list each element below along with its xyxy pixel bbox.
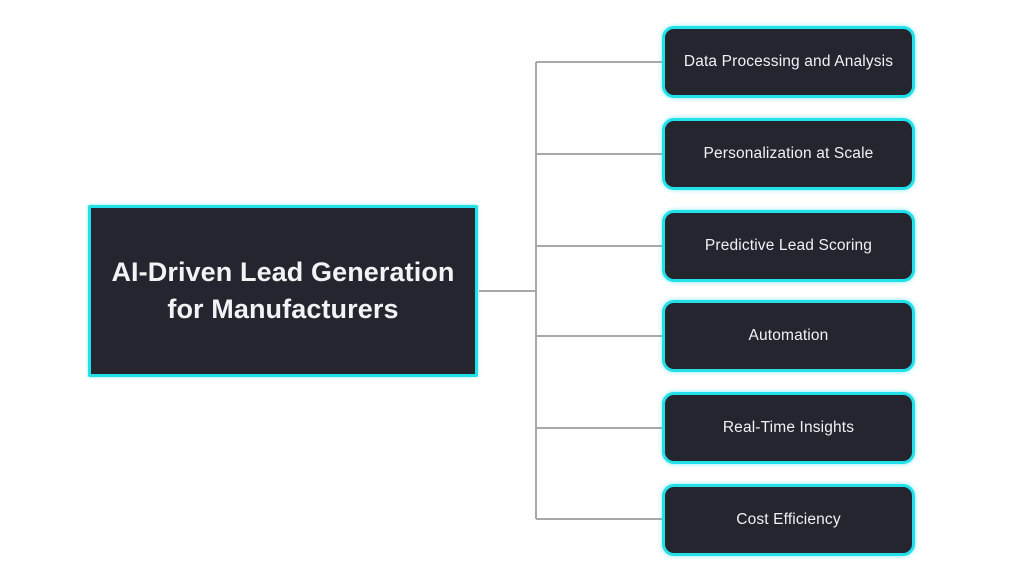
branch-node-label: Real-Time Insights bbox=[722, 419, 855, 437]
branch-node-label: Data Processing and Analysis bbox=[683, 53, 894, 71]
branch-node-data-processing-and-analysis[interactable]: Data Processing and Analysis bbox=[662, 26, 915, 98]
branch-node-real-time-insights[interactable]: Real-Time Insights bbox=[662, 392, 915, 464]
branch-node-predictive-lead-scoring[interactable]: Predictive Lead Scoring bbox=[662, 210, 915, 282]
root-node-label: AI-Driven Lead Generation for Manufactur… bbox=[111, 257, 455, 324]
branch-node-automation[interactable]: Automation bbox=[662, 300, 915, 372]
branch-node-personalization-at-scale[interactable]: Personalization at Scale bbox=[662, 118, 915, 190]
branch-node-label: Personalization at Scale bbox=[703, 145, 874, 163]
root-node[interactable]: AI-Driven Lead Generation for Manufactur… bbox=[88, 205, 478, 377]
branch-node-label: Automation bbox=[748, 327, 829, 345]
branch-node-cost-efficiency[interactable]: Cost Efficiency bbox=[662, 484, 915, 556]
branch-node-label: Cost Efficiency bbox=[736, 511, 841, 529]
branch-node-label: Predictive Lead Scoring bbox=[704, 237, 873, 255]
